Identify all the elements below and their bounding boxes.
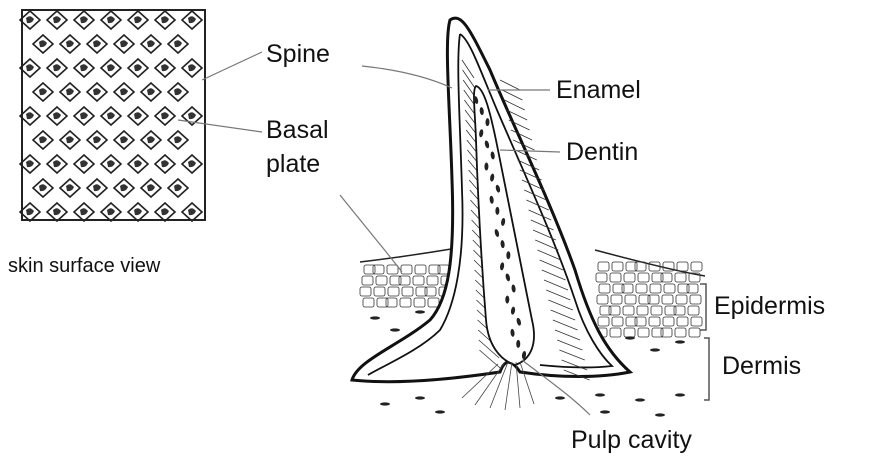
leader-spine [362, 66, 452, 88]
epidermis-bracket [700, 284, 706, 330]
label-enamel: Enamel [556, 78, 641, 103]
dermis-bracket [704, 338, 709, 400]
label-dentin: Dentin [566, 140, 638, 165]
label-basal-line1: Basal [266, 118, 329, 143]
label-basal-line2: plate [266, 152, 320, 177]
label-pulp-cavity: Pulp cavity [571, 428, 692, 453]
caption-skin-surface-view: skin surface view [8, 256, 160, 276]
label-epidermis: Epidermis [714, 294, 825, 319]
label-spine: Spine [266, 42, 330, 67]
leader-spine-surface [202, 52, 262, 80]
label-dermis: Dermis [722, 354, 801, 379]
skin-surface-panel [20, 10, 205, 221]
